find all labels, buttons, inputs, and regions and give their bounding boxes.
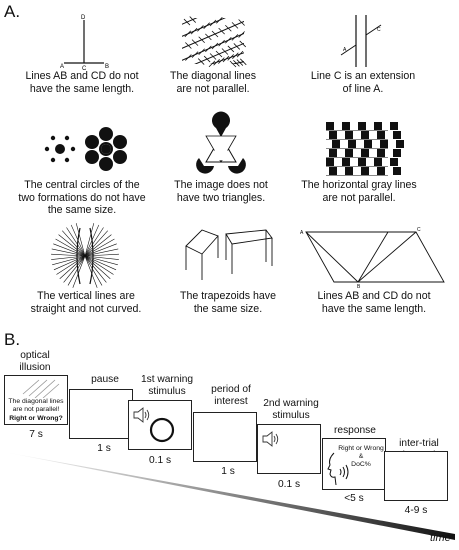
zollner-figure bbox=[182, 16, 247, 68]
step-box-period-of-interest bbox=[193, 412, 257, 462]
step-box-question: Right or Wrong? bbox=[9, 415, 63, 422]
letter-c: C bbox=[377, 27, 381, 33]
cafe-wall-figure bbox=[326, 122, 404, 176]
speaking-head-icon bbox=[327, 452, 349, 486]
step-box-response: Right or Wrong & DoC% bbox=[322, 438, 386, 490]
letter-c: C bbox=[82, 66, 87, 72]
caption-muller-lyer: Lines AB and CD do not have the same len… bbox=[25, 70, 139, 95]
duration-1st-warning: 0.1 s bbox=[148, 455, 172, 466]
letter-d: D bbox=[81, 15, 86, 21]
panel-b-label: B. bbox=[4, 330, 21, 349]
response-text: Right or Wrong & DoC% bbox=[338, 445, 384, 468]
letter-a: A bbox=[300, 230, 304, 236]
step-label-2nd-warning: 2nd warning stimulus bbox=[263, 398, 319, 421]
letter-c: C bbox=[417, 227, 421, 233]
caption-sander: Lines AB and CD do not have the same len… bbox=[317, 290, 431, 315]
sander-parallelogram-figure: A C B bbox=[300, 227, 445, 290]
zollner-thumbnail bbox=[22, 379, 60, 398]
caption-poggendorff: Line C is an extension of line A. bbox=[310, 70, 416, 95]
duration-pause: 1 s bbox=[97, 443, 111, 454]
poggendorff-figure: A C bbox=[340, 15, 382, 67]
caption-kanizsa: The image does not have two triangles. bbox=[174, 179, 268, 204]
circle-stimulus bbox=[149, 417, 175, 443]
duration-response: <5 s bbox=[344, 493, 364, 504]
duration-period-of-interest: 1 s bbox=[221, 466, 235, 477]
letter-a: A bbox=[60, 64, 64, 70]
duration-inter-trial-interval: 4-9 s bbox=[404, 505, 428, 516]
time-arrow bbox=[4, 452, 455, 540]
step-label-response: response bbox=[334, 425, 376, 436]
letter-b: B bbox=[357, 284, 361, 290]
speaker-icon bbox=[262, 431, 279, 447]
duration-optical-illusion: 7 s bbox=[29, 429, 43, 440]
caption-hering: The vertical lines are straight and not … bbox=[30, 290, 142, 315]
time-label: time bbox=[430, 532, 451, 544]
step-box-2nd-warning bbox=[257, 424, 321, 474]
letter-a: A bbox=[343, 47, 347, 53]
panel-a-label: A. bbox=[4, 2, 21, 21]
caption-zollner: The diagonal lines are not parallel. bbox=[170, 70, 256, 95]
step-label-1st-warning: 1st warning stimulus bbox=[140, 374, 194, 397]
step-box-1st-warning bbox=[128, 400, 192, 450]
hering-figure bbox=[51, 223, 119, 288]
caption-shepard-tables: The trapezoids have the same size. bbox=[180, 290, 276, 315]
shepard-tables-figure bbox=[185, 229, 273, 280]
letter-b: B bbox=[105, 64, 109, 70]
caption-ebbinghaus: The central circles of the two formation… bbox=[18, 179, 146, 217]
step-label-period-of-interest: period of interest bbox=[211, 384, 251, 407]
kanizsa-figure bbox=[196, 111, 246, 174]
duration-2nd-warning: 0.1 s bbox=[277, 479, 301, 490]
muller-lyer-figure: D A C B bbox=[60, 15, 109, 72]
step-box-optical-illusion: The diagonal lines are not parallel! Rig… bbox=[4, 375, 68, 425]
step-box-text: The diagonal lines are not parallel! bbox=[8, 398, 64, 413]
ebbinghaus-figure bbox=[44, 127, 127, 171]
speaker-icon bbox=[133, 407, 150, 423]
step-label-optical-illusion: optical illusion bbox=[19, 350, 51, 373]
step-label-pause: pause bbox=[91, 374, 119, 385]
step-box-pause bbox=[69, 389, 133, 439]
caption-cafe-wall: The horizontal gray lines are not parall… bbox=[301, 179, 417, 204]
step-box-inter-trial-interval bbox=[384, 451, 448, 501]
